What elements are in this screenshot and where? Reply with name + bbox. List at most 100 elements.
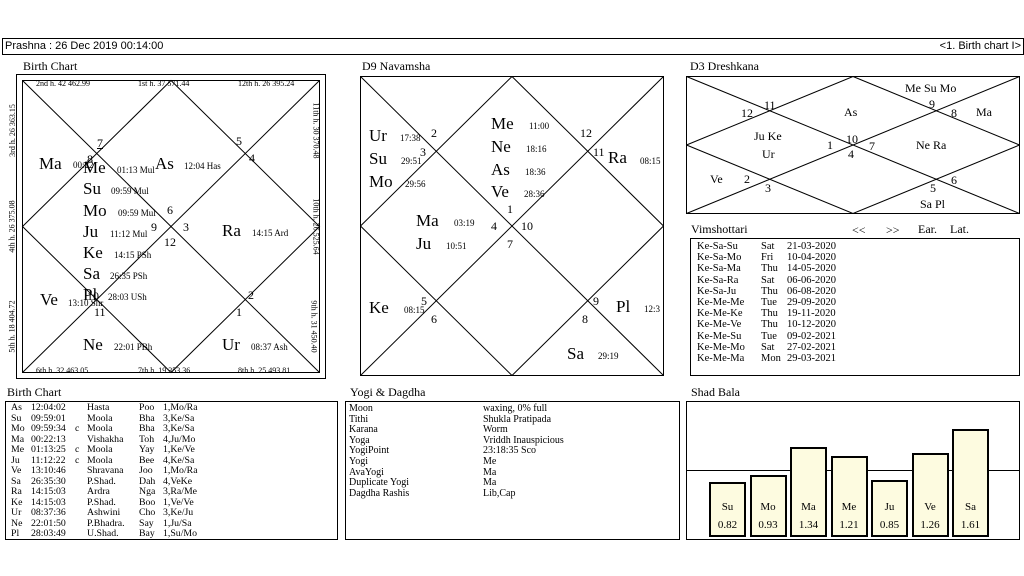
planet-mo: Mo	[369, 172, 393, 191]
vimshottari-row-cell: Sat	[761, 274, 775, 286]
vimshottari-row-cell: Ke-Sa-Ra	[697, 274, 739, 286]
yogi-row-cell: Tithi	[349, 413, 369, 425]
birth-table-row-cell: 1,Su/Mo	[163, 528, 198, 539]
birth-table-row-cell: Say	[139, 517, 154, 529]
vimshottari-row-cell: Thu	[761, 319, 778, 331]
navamsha-chart[interactable]: 2 3 12 11 1 4 10 7 5 6 9 8 Ur 17:38 Su 2…	[360, 76, 664, 376]
planets-mesumo: Me Su Mo	[905, 81, 957, 95]
vimshottari-row-cell: 19-11-2020	[787, 308, 836, 320]
yogi-row-cell: Karana	[349, 424, 378, 436]
planet-mo-degree: 09:59 Mul	[118, 208, 156, 218]
vimshottari-row-cell: 29-03-2021	[787, 353, 836, 365]
birth-table-row-cell: 1,Mo/Ra	[163, 465, 198, 476]
sign-number: 8	[582, 312, 588, 326]
birth-table-row-cell	[75, 498, 87, 509]
birth-table-row-cell: c	[75, 444, 80, 455]
planet-su-degree: 09:59 Mul	[111, 186, 149, 196]
birth-table-row-cell: 4,VeKe	[163, 475, 193, 487]
planet-as: As	[844, 105, 858, 119]
sign-number: 4	[848, 147, 854, 161]
house-12-label: 12th h. 26 395.24	[238, 79, 295, 88]
sign-number: 12	[580, 126, 592, 140]
birth-table-row-cell: 3,Ra/Me	[163, 486, 198, 497]
birth-table-row-cell: 09:59:34	[31, 423, 66, 434]
later-button[interactable]: Lat.	[950, 222, 969, 236]
navamsha-lines	[360, 76, 664, 376]
planet-sa-degree: 29:19	[598, 351, 619, 361]
planet-me-degree: 01:13 Mul	[117, 165, 155, 175]
birth-table-title: Birth Chart	[7, 385, 62, 399]
vimshottari-row-cell: Sat	[761, 241, 775, 252]
earlier-button[interactable]: Ear.	[918, 222, 937, 236]
birth-table-row-cell: 4,Ju/Mo	[163, 433, 196, 445]
sign-number: 9	[929, 97, 935, 111]
birth-table-row-cell	[75, 477, 87, 488]
birth-table-row-cell: 08:37:36	[31, 507, 66, 518]
planet-me-degree: 11:00	[529, 121, 550, 131]
birth-chart[interactable]: 2nd h. 42 462.99 1st h. 37 571.44 12th h…	[8, 74, 326, 379]
chart-selector[interactable]: <1. Birth chart I>	[939, 40, 1021, 52]
shad-bala-value: 0.85	[879, 519, 900, 531]
dreshkana-chart[interactable]: 12 11 9 8 1 10 4 7 2 3 5 6 Me Su Mo As M…	[686, 76, 1020, 214]
birth-table-row-cell: 00:22:13	[31, 433, 66, 445]
planets-nera: Ne Ra	[916, 138, 947, 152]
house-6-label: 6th h. 32 463.05	[36, 366, 89, 375]
vimshottari-row-cell: 09-02-2021	[787, 330, 836, 342]
birth-table-row-cell: Cho	[139, 507, 156, 518]
birth-table-row-cell: Bay	[139, 528, 155, 539]
sign-number: 12	[741, 106, 753, 120]
sign-number: 11	[764, 98, 776, 112]
yogi-row-cell: Me	[483, 455, 497, 467]
dreshkana-title: D3 Dreshkana	[690, 59, 759, 73]
shad-bala-planet: Sa	[965, 501, 976, 513]
prev-button[interactable]: <<	[852, 223, 866, 237]
yogi-row-cell: Lib,Cap	[483, 487, 516, 499]
birth-table-row-cell: Ardra	[87, 486, 110, 497]
house-9-label: 9th h. 31 450.40	[309, 300, 319, 353]
planet-ma-degree: 00:22	[73, 160, 94, 170]
sign-number: 6	[431, 312, 437, 326]
next-button[interactable]: >>	[886, 223, 900, 237]
